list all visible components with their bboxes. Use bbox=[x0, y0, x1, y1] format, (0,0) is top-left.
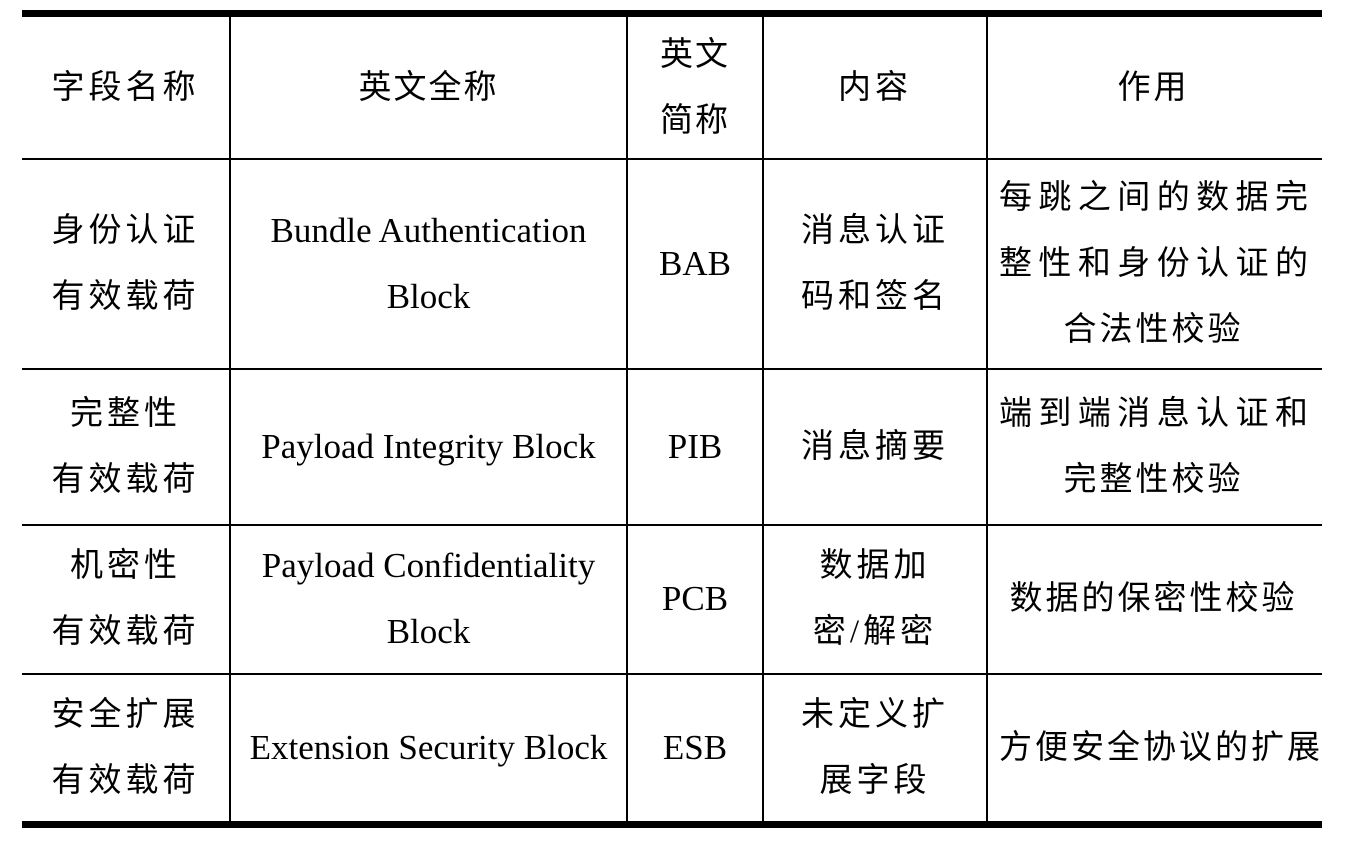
cell-english-full-name: Payload Integrity Block bbox=[229, 368, 627, 525]
table-row: 机密性 有效载荷 Payload Confidentiality Block P… bbox=[22, 524, 1322, 674]
cell-field-name: 身份认证 有效载荷 bbox=[22, 159, 230, 369]
role-line: 方便安全协议的扩展 bbox=[999, 729, 1322, 766]
field-name-line: 机密性 bbox=[70, 548, 181, 584]
header-cell-english-abbreviation: 英文 简称 bbox=[626, 13, 763, 159]
cell-abbreviation: PIB bbox=[626, 368, 763, 525]
security-blocks-table: 字段名称 英文全称 英文 简称 内容 作用 身份认证 有效载荷 bbox=[22, 10, 1322, 828]
cell-content: 消息摘要 bbox=[762, 368, 987, 525]
table-header-row: 字段名称 英文全称 英文 简称 内容 作用 bbox=[22, 13, 1322, 159]
abbreviation-text: ESB bbox=[662, 727, 728, 767]
role-line: 每跳之间的数据完 bbox=[999, 179, 1308, 216]
header-label-line: 简称 bbox=[660, 101, 730, 139]
role-line: 端到端消息认证和 bbox=[999, 395, 1308, 432]
field-name-line: 身份认证 bbox=[51, 212, 200, 249]
english-name-line: Payload Confidentiality bbox=[261, 546, 596, 585]
cell-field-name: 安全扩展 有效载荷 bbox=[22, 674, 230, 825]
content-line: 数据加 bbox=[819, 548, 931, 584]
english-name-line: Block bbox=[386, 612, 471, 651]
header-label: 作用 bbox=[1117, 68, 1190, 106]
cell-english-full-name: Bundle Authentication Block bbox=[229, 158, 627, 369]
cell-content: 数据加 密/解密 bbox=[762, 524, 987, 674]
cell-role: 方便安全协议的扩展 bbox=[986, 673, 1322, 825]
cell-abbreviation: BAB bbox=[626, 158, 763, 369]
header-cell-field-name: 字段名称 bbox=[22, 14, 230, 159]
abbreviation-text: BAB bbox=[659, 243, 731, 283]
cell-role: 每跳之间的数据完 整性和身份认证的 合法性校验 bbox=[986, 158, 1322, 369]
header-label: 字段名称 bbox=[51, 68, 200, 106]
table-row: 身份认证 有效载荷 Bundle Authentication Block BA… bbox=[22, 158, 1322, 369]
field-name-line: 有效载荷 bbox=[51, 614, 200, 650]
header-label-line: 英文 bbox=[660, 35, 730, 73]
abbreviation-text: PCB bbox=[661, 579, 729, 618]
cell-field-name: 完整性 有效载荷 bbox=[22, 369, 230, 525]
field-name-line: 有效载荷 bbox=[51, 461, 200, 498]
header-cell-english-full-name: 英文全称 bbox=[229, 13, 627, 159]
table-row: 完整性 有效载荷 Payload Integrity Block PIB 消息摘… bbox=[22, 368, 1322, 525]
cell-content: 消息认证 码和签名 bbox=[762, 158, 987, 369]
cell-english-full-name: Payload Confidentiality Block bbox=[229, 524, 627, 674]
header-cell-content: 内容 bbox=[762, 13, 987, 159]
field-name-line: 有效载荷 bbox=[51, 762, 200, 799]
cell-field-name: 机密性 有效载荷 bbox=[22, 525, 230, 674]
header-cell-role: 作用 bbox=[986, 13, 1322, 159]
english-name-line: Block bbox=[386, 276, 471, 316]
field-name-line: 有效载荷 bbox=[51, 278, 200, 315]
role-line: 合法性校验 bbox=[1063, 311, 1244, 348]
field-name-line: 完整性 bbox=[70, 395, 181, 432]
cell-role: 端到端消息认证和 完整性校验 bbox=[986, 368, 1322, 525]
content-line: 展字段 bbox=[819, 762, 931, 799]
english-name-line: Payload Integrity Block bbox=[261, 426, 596, 466]
header-label: 内容 bbox=[838, 68, 912, 106]
english-name-line: Extension Security Block bbox=[249, 727, 608, 767]
cell-english-full-name: Extension Security Block bbox=[229, 673, 627, 825]
content-line: 消息认证 bbox=[801, 212, 949, 249]
field-name-line: 安全扩展 bbox=[51, 696, 200, 733]
role-line: 数据的保密性校验 bbox=[1009, 581, 1298, 617]
content-line: 码和签名 bbox=[801, 278, 949, 315]
role-line: 完整性校验 bbox=[1063, 461, 1244, 498]
cell-abbreviation: ESB bbox=[626, 673, 763, 825]
role-line: 整性和身份认证的 bbox=[999, 245, 1308, 282]
content-line: 消息摘要 bbox=[801, 428, 949, 465]
header-label: 英文全称 bbox=[358, 68, 499, 106]
content-line: 密/解密 bbox=[812, 614, 938, 650]
content-line: 未定义扩 bbox=[801, 696, 949, 733]
cell-content: 未定义扩 展字段 bbox=[762, 673, 987, 825]
cell-abbreviation: PCB bbox=[626, 524, 763, 674]
cell-role: 数据的保密性校验 bbox=[986, 524, 1322, 674]
english-name-line: Bundle Authentication bbox=[270, 210, 587, 250]
abbreviation-text: PIB bbox=[667, 426, 723, 466]
table-row: 安全扩展 有效载荷 Extension Security Block ESB 未… bbox=[22, 673, 1322, 825]
